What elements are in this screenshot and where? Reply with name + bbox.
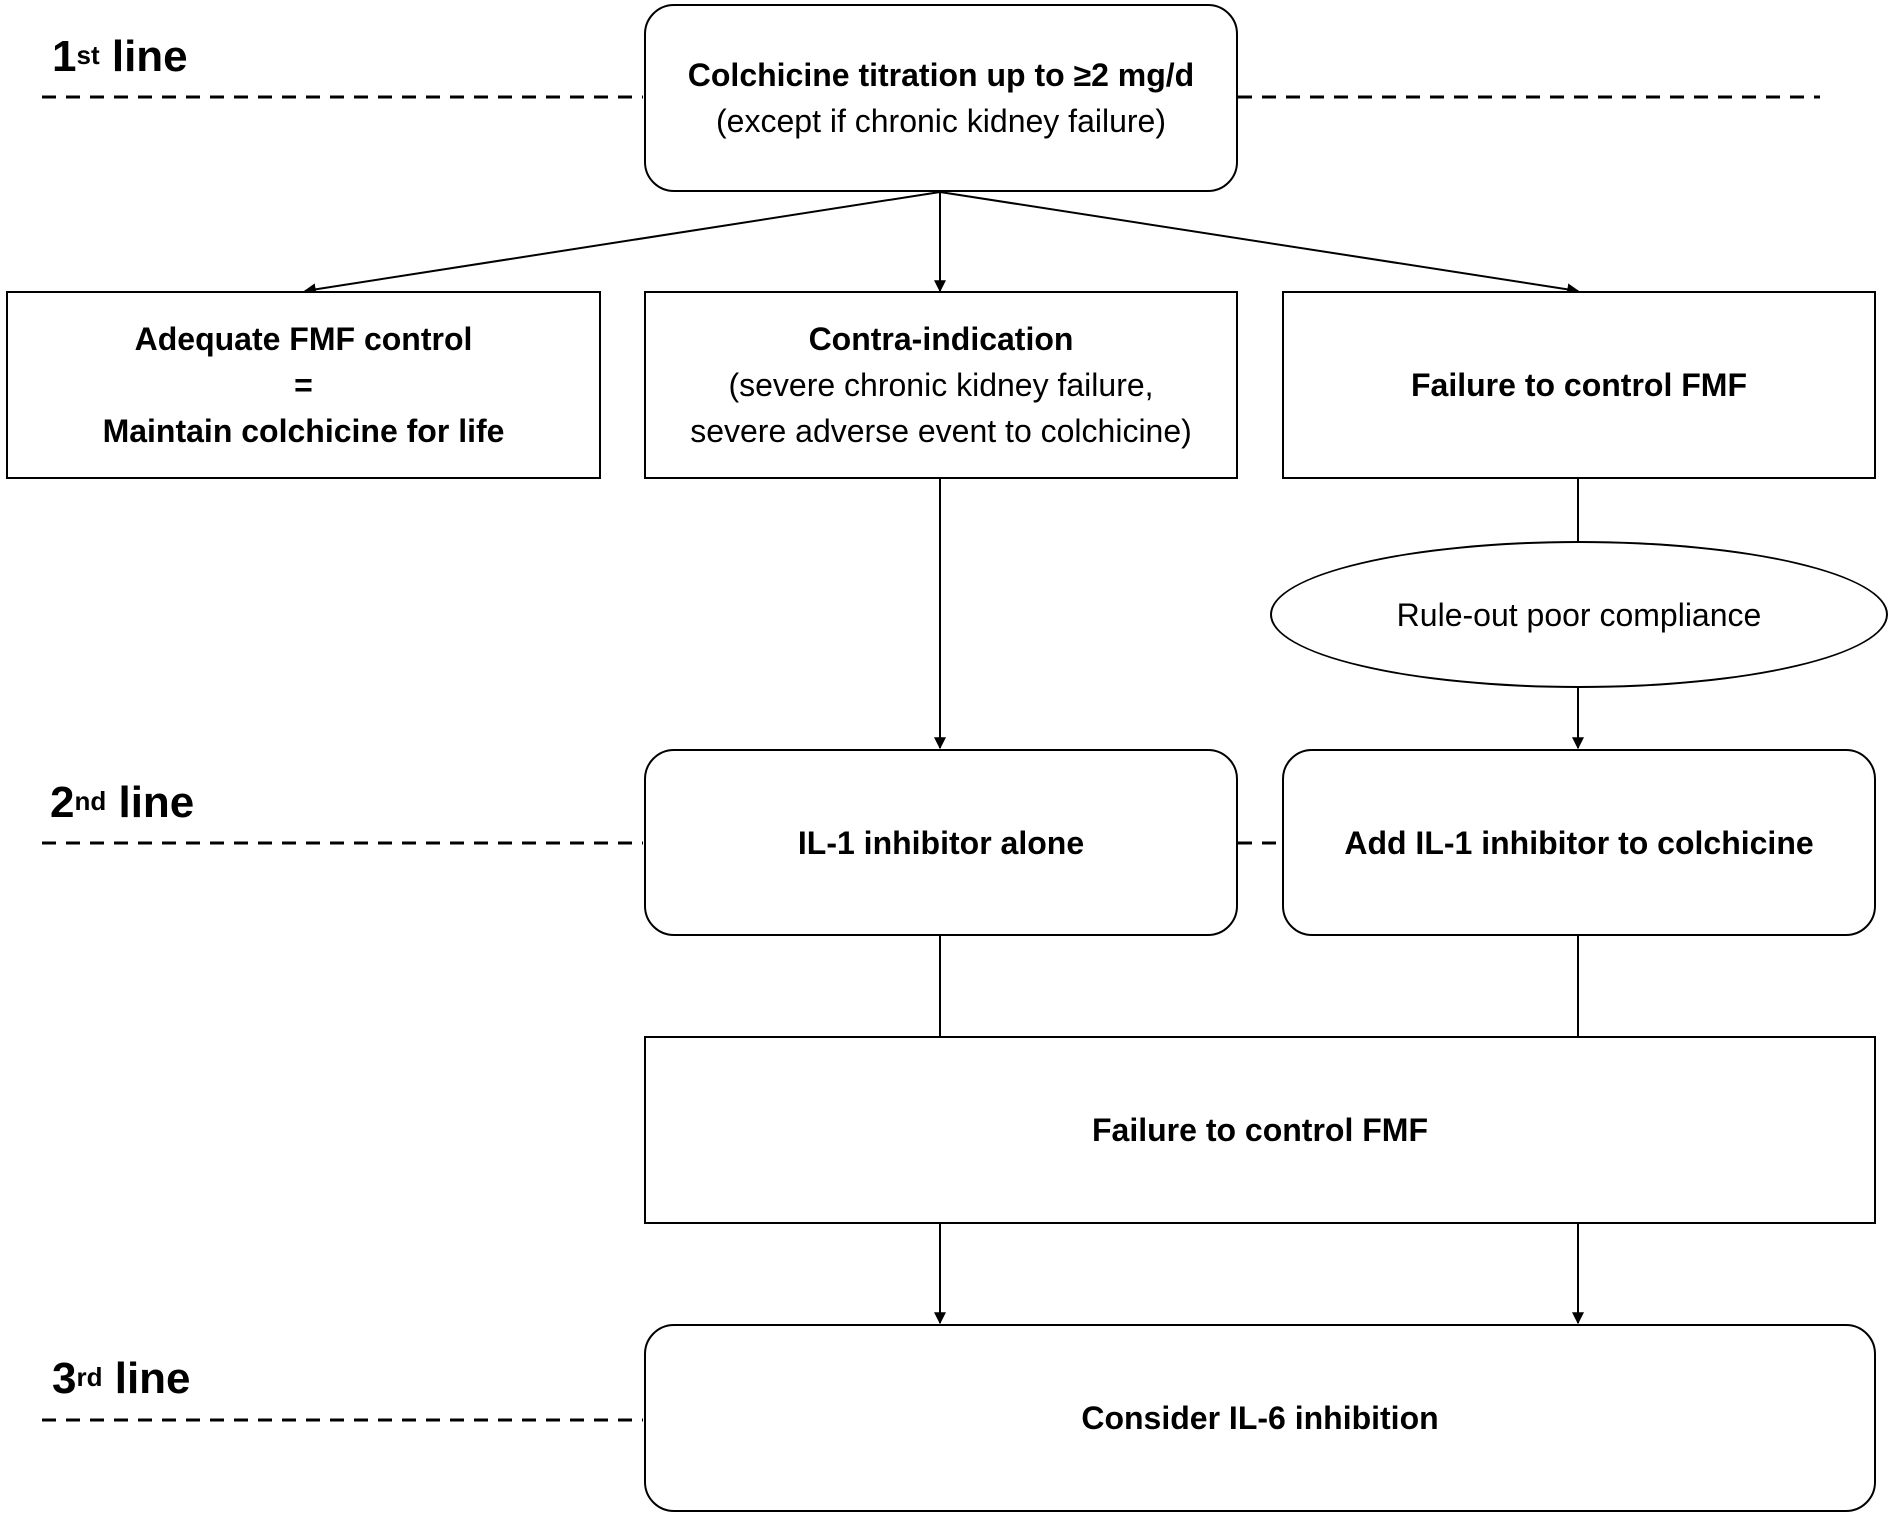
il1-add-text: Add IL-1 inhibitor to colchicine — [1344, 824, 1814, 861]
adequate-control-node: Adequate FMF control = Maintain colchici… — [6, 291, 601, 479]
il1-inhibitor-alone-node: IL-1 inhibitor alone — [644, 749, 1238, 936]
failure1-title: Failure to control FMF — [1411, 367, 1747, 403]
failure2-text: Failure to control FMF — [1092, 1112, 1428, 1148]
contra-note2: severe adverse event to colchicine) — [690, 413, 1192, 449]
tier-2-label: 2nd line — [50, 778, 195, 827]
il1-alone-text: IL-1 inhibitor alone — [797, 824, 1085, 861]
add-il1-inhibitor-node: Add IL-1 inhibitor to colchicine — [1282, 749, 1876, 936]
contra-note1: (severe chronic kidney failure, — [728, 367, 1154, 403]
rule-out-compliance-node: Rule-out poor compliance — [1270, 541, 1888, 688]
arrow-to-failure1 — [939, 191, 1580, 296]
colchicine-title: Colchicine titration up to ≥2 mg/d — [687, 57, 1195, 93]
colchicine-note: (except if chronic kidney failure) — [716, 103, 1166, 139]
contra-indication-node: Contra-indication (severe chronic kidney… — [644, 291, 1238, 479]
adequate-line3: Maintain colchicine for life — [102, 413, 505, 449]
colchicine-titration-node: Colchicine titration up to ≥2 mg/d (exce… — [644, 4, 1238, 192]
adequate-line2: = — [294, 367, 313, 403]
adequate-line1: Adequate FMF control — [134, 321, 473, 357]
tier-1-label: 1st line — [52, 32, 188, 81]
failure-to-control-node-1: Failure to control FMF — [1282, 291, 1876, 479]
failure-to-control-node-2: Failure to control FMF — [644, 1036, 1876, 1224]
tier-3-label: 3rd line — [52, 1354, 191, 1403]
tier-dashed-lines — [42, 95, 1820, 1422]
consider-il6-node: Consider IL-6 inhibition — [644, 1324, 1876, 1512]
contra-title: Contra-indication — [808, 321, 1074, 357]
arrow-to-adequate — [303, 191, 941, 296]
il6-text: Consider IL-6 inhibition — [1081, 1400, 1439, 1436]
compliance-text: Rule-out poor compliance — [1396, 596, 1762, 633]
